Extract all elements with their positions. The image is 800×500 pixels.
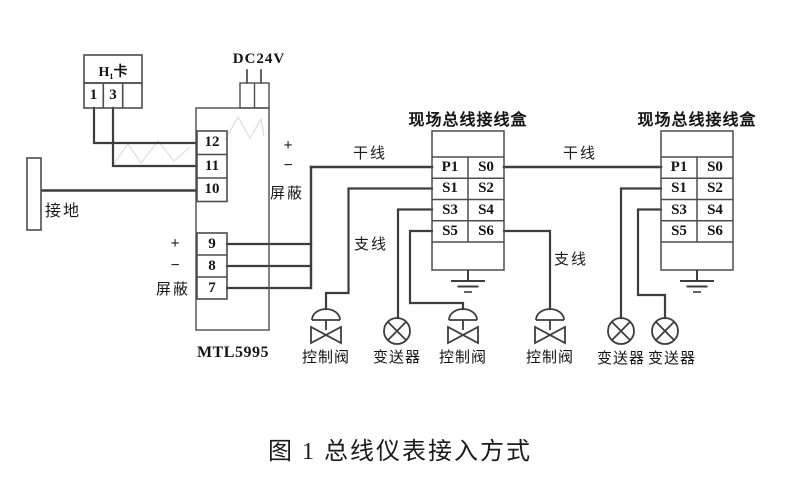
control-valve-1-icon xyxy=(310,308,342,345)
control-valve-2-icon xyxy=(447,308,479,345)
transmitter-1-label: 变送器 xyxy=(372,350,421,366)
control-valve-2-label: 控制阀 xyxy=(438,350,487,366)
junction-box-2-title: 现场总线接线盒 xyxy=(637,112,757,129)
earth-symbol-2 xyxy=(680,270,714,293)
terminal-10: 10 xyxy=(204,181,220,197)
jb2-cell-s3: S3 xyxy=(671,201,687,218)
figure-caption: 图 1 总线仪表接入方式 xyxy=(268,439,532,465)
jb2-cell-s1: S1 xyxy=(671,180,687,197)
mtl5995-model-label: MTL5995 xyxy=(197,344,269,361)
transmitter-3-icon xyxy=(651,317,679,345)
jb1-cell-s4: S4 xyxy=(478,201,494,218)
trunk-label-2: 干线 xyxy=(563,146,598,162)
branch-label-1: 支线 xyxy=(354,237,389,253)
watermark-scribble xyxy=(111,115,265,167)
h1-card-title: H₁卡 xyxy=(98,65,128,80)
jb2-cell-s4: S4 xyxy=(707,201,723,218)
ground-label: 接地 xyxy=(45,203,82,220)
right-shield-label: 屏蔽 xyxy=(270,186,305,202)
h1-card-cell-3: 3 xyxy=(109,87,117,103)
jb1-cell-s1: S1 xyxy=(442,180,458,197)
jb1-cell-s3: S3 xyxy=(442,201,458,218)
wire-s5-to-valve-2 xyxy=(408,229,465,311)
terminal-9: 9 xyxy=(208,236,216,252)
right-plus-label: + xyxy=(283,137,293,154)
terminal-12: 12 xyxy=(204,134,220,150)
jb1-cell-s2: S2 xyxy=(478,180,494,197)
terminal-11: 11 xyxy=(204,157,220,174)
terminal-7: 7 xyxy=(208,280,216,296)
jb2-cell-s5: S5 xyxy=(671,222,687,239)
junction-box-1-title: 现场总线接线盒 xyxy=(408,112,528,129)
jb1-cell-s6: S6 xyxy=(478,222,494,239)
right-minus-label: − xyxy=(283,157,293,174)
transmitter-2-label: 变送器 xyxy=(596,351,645,367)
jb2-cell-p1: P1 xyxy=(670,159,688,175)
branch-label-2: 支线 xyxy=(554,252,589,268)
jb2-cell-s0: S0 xyxy=(707,159,723,175)
earth-symbol-1 xyxy=(451,270,485,293)
wire-h1-card-1-to-terminal-12 xyxy=(92,106,198,145)
left-minus-label: − xyxy=(170,257,180,274)
wire-h1-card-3-to-terminal-11 xyxy=(111,106,198,168)
wires xyxy=(39,69,667,320)
jb2-cell-s6: S6 xyxy=(707,222,723,239)
ground-electrode-bar xyxy=(26,157,42,231)
jb1-cell-s0: S0 xyxy=(478,159,494,175)
h1-card-cell-1: 1 xyxy=(89,87,98,103)
wire-s3-to-transmitter-3 xyxy=(636,208,667,320)
jb2-cell-s2: S2 xyxy=(707,180,723,197)
jb1-cell-p1: P1 xyxy=(441,159,459,175)
left-shield-label: 屏蔽 xyxy=(156,282,191,298)
terminal-8: 8 xyxy=(208,258,216,274)
transmitter-2-icon xyxy=(607,317,635,345)
mtl5995-outline xyxy=(195,82,270,331)
h1-card-cell-empty xyxy=(123,83,142,108)
transmitter-3-label: 变送器 xyxy=(647,351,696,367)
wire-branch-s1-to-valve-1 xyxy=(324,187,434,311)
transmitter-1-icon xyxy=(383,317,411,345)
h1-card-outline xyxy=(83,54,143,109)
wire-s1-to-transmitter-2 xyxy=(619,187,663,320)
jb1-cell-s5: S5 xyxy=(442,222,458,239)
trunk-label-1: 干线 xyxy=(353,146,388,162)
left-plus-label: + xyxy=(170,235,180,252)
control-valve-3-icon xyxy=(534,308,566,345)
control-valve-1-label: 控制阀 xyxy=(301,350,350,366)
wire-s3-to-transmitter-1 xyxy=(396,208,434,320)
wire-branch-s6-to-valve-3 xyxy=(502,229,552,311)
control-valve-3-label: 控制阀 xyxy=(525,350,574,366)
dc24v-label: DC24V xyxy=(232,51,286,67)
